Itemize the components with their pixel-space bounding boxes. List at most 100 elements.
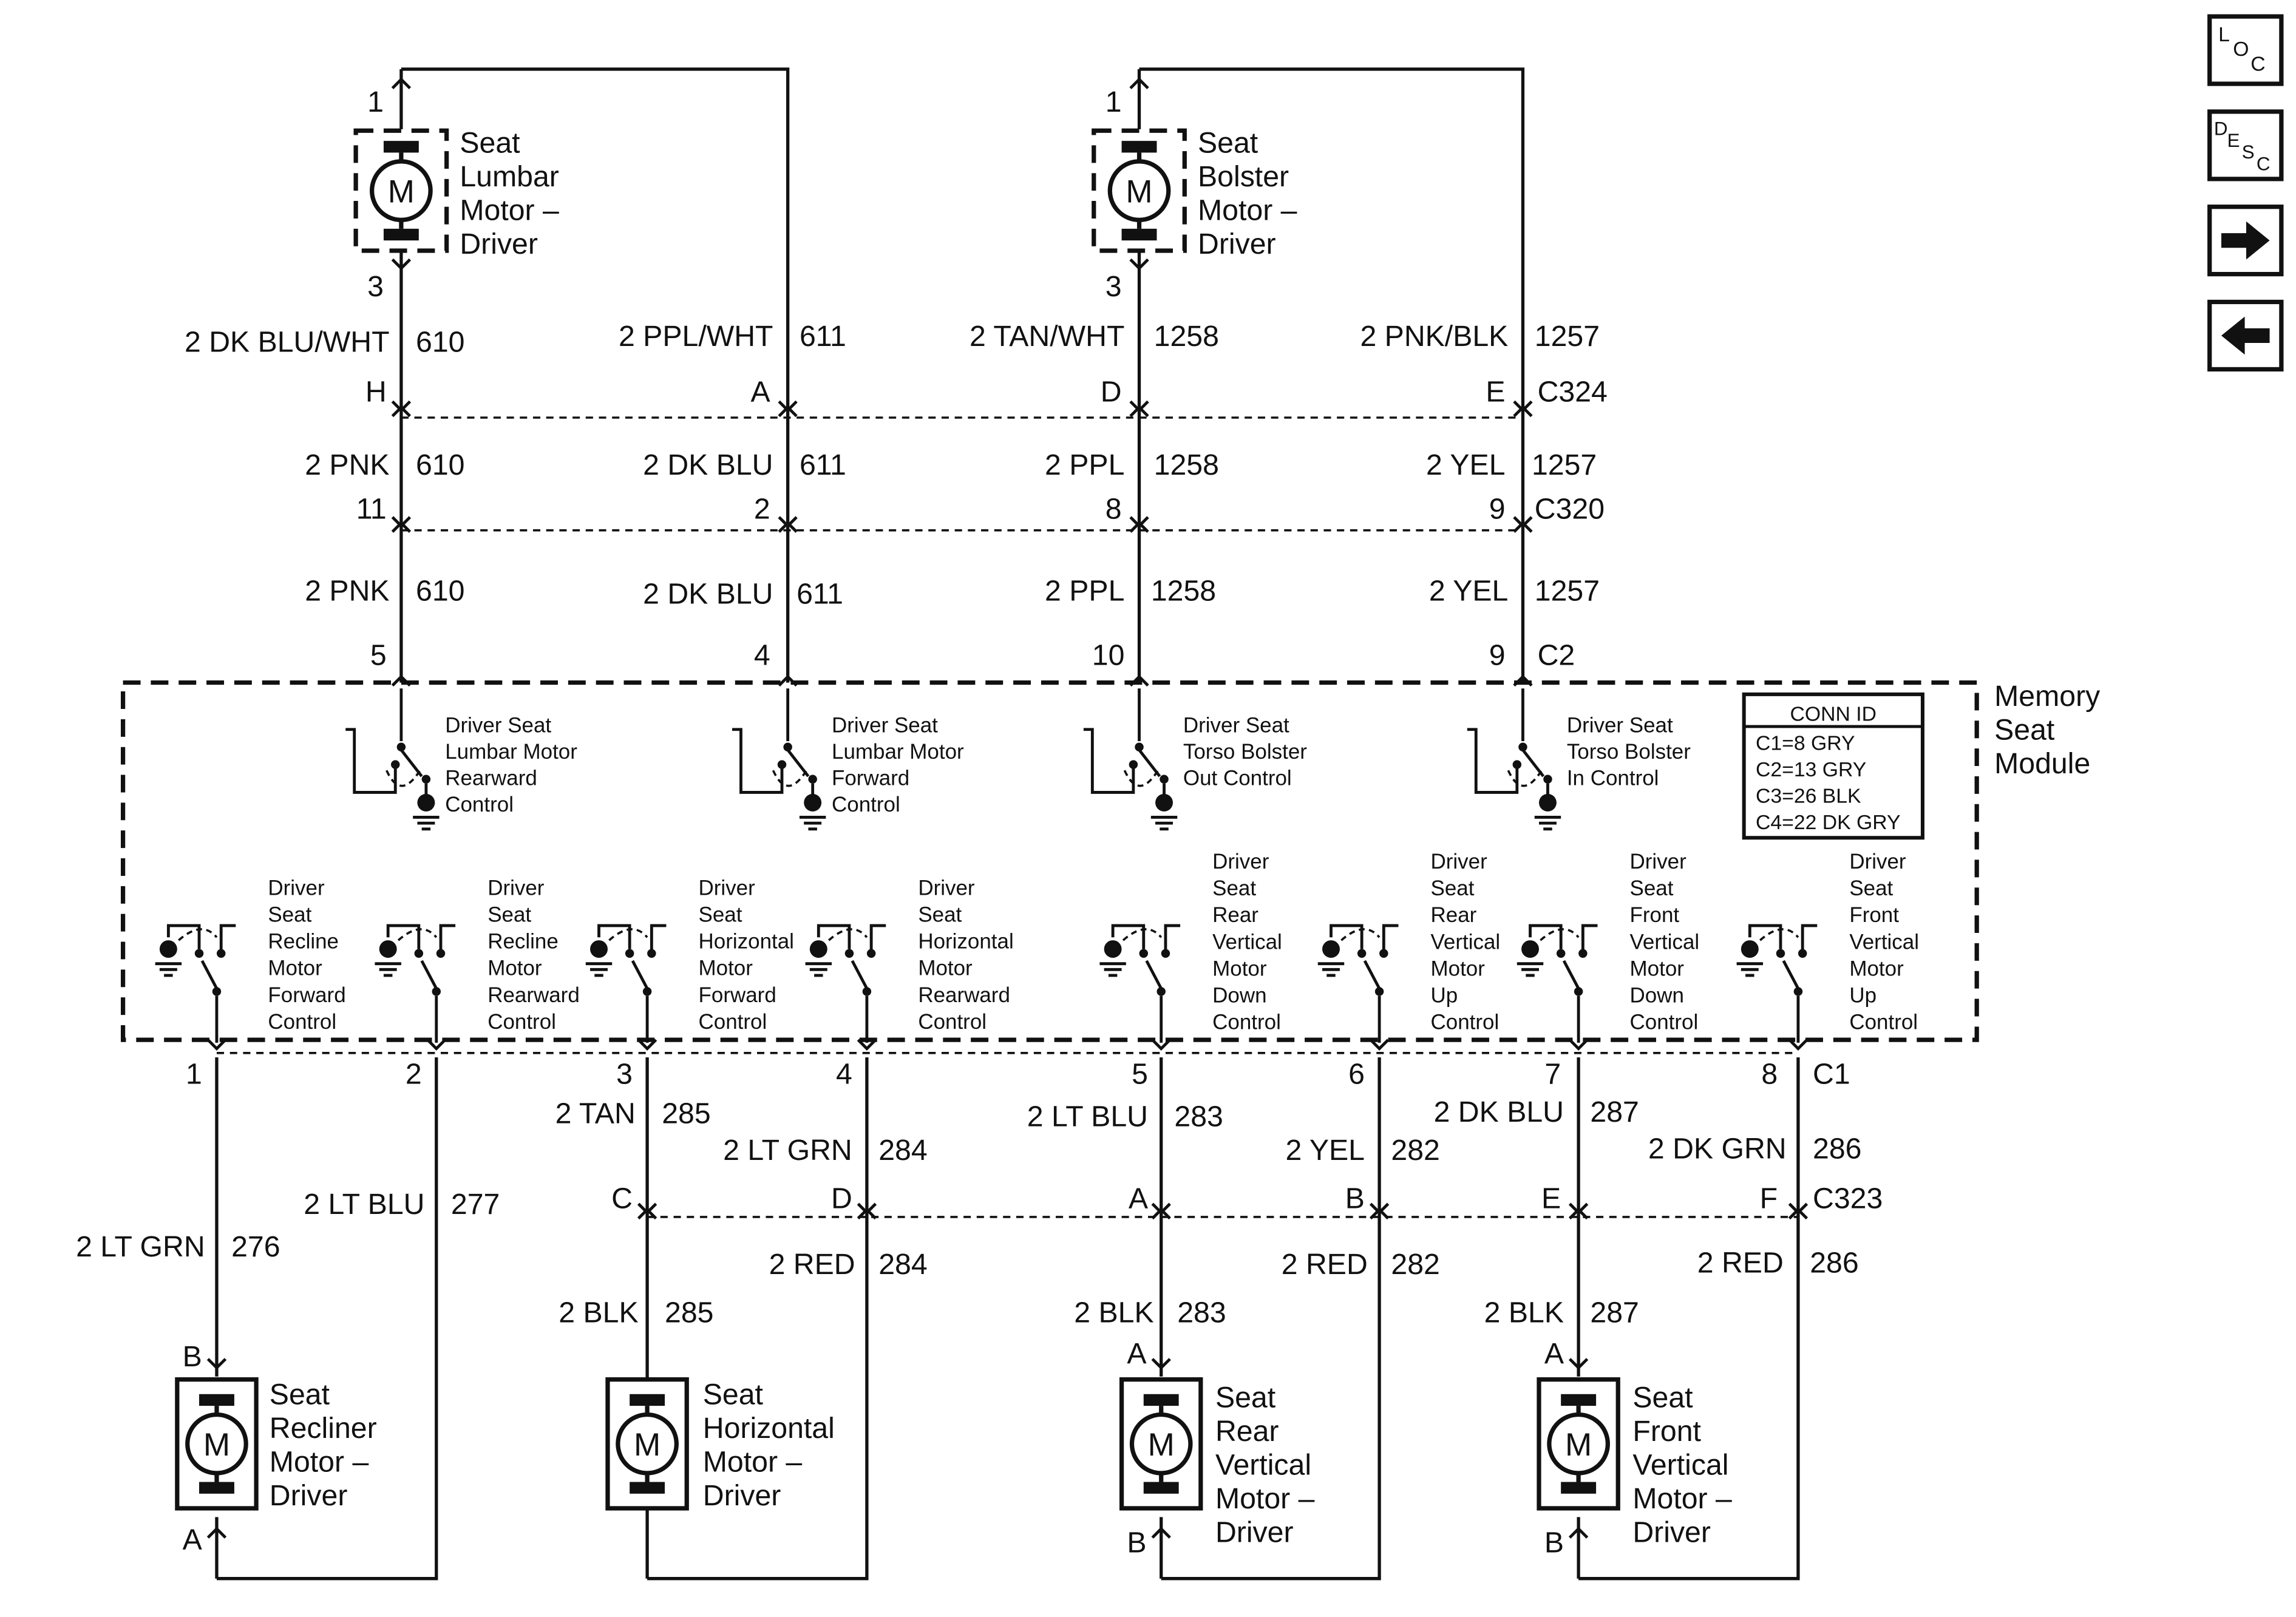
top-switch-label: Forward	[832, 766, 909, 790]
svg-text:B: B	[183, 1340, 202, 1373]
bottom-switch-label: Seat	[268, 903, 311, 926]
memory-seat-module-title: Memory Seat Module	[1994, 680, 2101, 780]
lumbar-pin-top: 1	[367, 86, 384, 118]
bottom-switch-label: Control	[699, 1010, 767, 1034]
svg-text:Memory: Memory	[1994, 680, 2101, 713]
lower-wire-seg2: 2 BLK 285 2 RED 284 2 BLK 283 2 RED 282 …	[559, 1247, 1858, 1329]
svg-text:2: 2	[406, 1057, 422, 1090]
svg-text:Seat: Seat	[1198, 126, 1258, 159]
bottom-switch-label: Driver	[1431, 850, 1488, 873]
svg-text:6: 6	[1348, 1057, 1365, 1090]
svg-text:2 YEL: 2 YEL	[1429, 574, 1508, 607]
svg-text:CONN ID: CONN ID	[1790, 702, 1877, 725]
top-switch-label: In Control	[1567, 766, 1659, 790]
svg-text:D: D	[2214, 118, 2228, 139]
top-switch-label: Control	[445, 793, 514, 816]
svg-text:286: 286	[1810, 1247, 1858, 1280]
svg-text:E: E	[2227, 130, 2240, 151]
svg-text:287: 287	[1590, 1297, 1639, 1329]
svg-text:611: 611	[800, 320, 846, 353]
front-vertical-pins: A B	[1544, 1337, 1564, 1559]
svg-text:B: B	[1127, 1526, 1146, 1559]
bottom-switch-label: Vertical	[1431, 930, 1501, 954]
svg-text:1258: 1258	[1151, 574, 1216, 607]
top-switch-label: Driver Seat	[1183, 714, 1289, 737]
svg-text:2 PPL/WHT: 2 PPL/WHT	[619, 320, 773, 353]
svg-text:2 RED: 2 RED	[769, 1248, 855, 1281]
svg-text:Lumbar: Lumbar	[460, 160, 559, 193]
bolster-pin-bottom: 3	[1106, 270, 1122, 303]
prev-arrow-button[interactable]	[2207, 299, 2284, 372]
bottom-switches: DriverSeatReclineMotorForwardControlDriv…	[155, 850, 1919, 1043]
bottom-switch-label: Motor	[1630, 957, 1685, 980]
rear-vertical-motor-symbol: M	[1119, 1377, 1203, 1511]
svg-text:D: D	[831, 1182, 852, 1215]
svg-text:3: 3	[616, 1057, 633, 1090]
svg-text:E: E	[1486, 375, 1505, 408]
svg-text:10: 10	[1092, 639, 1125, 672]
svg-text:285: 285	[662, 1097, 710, 1130]
bottom-switch-label: Front	[1630, 903, 1680, 927]
bottom-switch-label: Vertical	[1849, 930, 1919, 954]
svg-text:2: 2	[754, 492, 770, 525]
svg-text:A: A	[1544, 1337, 1564, 1370]
svg-text:Motor –: Motor –	[1198, 194, 1297, 226]
svg-text:2 RED: 2 RED	[1697, 1247, 1784, 1280]
svg-text:2 LT BLU: 2 LT BLU	[1027, 1100, 1148, 1133]
recliner-pins: B A	[183, 1340, 203, 1556]
svg-text:Seat: Seat	[1632, 1381, 1693, 1414]
top-switch-label: Driver Seat	[1567, 714, 1673, 737]
svg-text:C3=26 BLK: C3=26 BLK	[1756, 784, 1861, 807]
svg-text:2 RED: 2 RED	[1282, 1248, 1368, 1281]
svg-text:Motor –: Motor –	[270, 1446, 369, 1479]
svg-text:Driver: Driver	[460, 228, 538, 260]
svg-text:Vertical: Vertical	[1215, 1448, 1311, 1481]
upper-wire-seg3: 2 PNK 610 2 DK BLU 611 2 PPL 1258 2 YEL …	[305, 574, 1600, 610]
top-switch-label: Control	[832, 793, 900, 816]
svg-text:2 TAN: 2 TAN	[555, 1097, 636, 1130]
bottom-switch-label: Forward	[268, 983, 345, 1007]
svg-text:7: 7	[1544, 1057, 1561, 1090]
c324-pins: H A D E C324	[365, 375, 1608, 408]
bolster-pin-top: 1	[1106, 86, 1122, 118]
desc-button[interactable]: D E S C	[2207, 109, 2284, 181]
svg-text:Driver: Driver	[1215, 1516, 1294, 1548]
svg-text:283: 283	[1177, 1297, 1226, 1329]
svg-text:2 YEL: 2 YEL	[1285, 1134, 1364, 1167]
svg-text:611: 611	[796, 577, 843, 610]
loc-button[interactable]: L O C	[2207, 14, 2284, 86]
svg-text:11: 11	[356, 492, 387, 525]
next-arrow-button[interactable]	[2207, 205, 2284, 277]
svg-text:2 DK BLU: 2 DK BLU	[1434, 1096, 1564, 1128]
svg-text:Seat: Seat	[1994, 714, 2055, 747]
bottom-switch-label: Driver	[1630, 850, 1687, 873]
bottom-switch-label: Control	[1849, 1011, 1918, 1034]
svg-text:O: O	[2233, 38, 2249, 61]
bottom-switch-label: Recline	[268, 930, 339, 954]
bottom-switch-label: Driver	[1849, 850, 1906, 873]
recliner-motor-name: Seat Recliner Motor – Driver	[270, 1378, 377, 1512]
svg-text:B: B	[1345, 1182, 1365, 1215]
svg-text:2 LT BLU: 2 LT BLU	[304, 1188, 424, 1221]
svg-text:Module: Module	[1994, 747, 2090, 780]
bottom-switch-label: Rearward	[918, 983, 1010, 1007]
svg-text:E: E	[1541, 1182, 1561, 1215]
svg-text:F: F	[1760, 1182, 1778, 1215]
svg-text:2 DK GRN: 2 DK GRN	[1648, 1132, 1787, 1165]
svg-text:284: 284	[878, 1134, 927, 1167]
svg-text:2 TAN/WHT: 2 TAN/WHT	[970, 320, 1124, 353]
svg-text:H: H	[365, 375, 387, 408]
svg-text:Driver: Driver	[703, 1479, 781, 1512]
bottom-switch-label: Control	[1431, 1011, 1500, 1034]
front-vertical-motor-name: Seat Front Vertical Motor – Driver	[1632, 1381, 1732, 1549]
svg-text:5: 5	[1132, 1057, 1148, 1090]
svg-text:276: 276	[231, 1230, 280, 1263]
svg-text:C4=22 DK GRY: C4=22 DK GRY	[1756, 811, 1901, 834]
bottom-switch-label: Control	[1630, 1011, 1699, 1034]
svg-text:Seat: Seat	[460, 126, 520, 159]
conn-id-table: CONN ID C1=8 GRY C2=13 GRY C3=26 BLK C4=…	[1742, 692, 1924, 840]
